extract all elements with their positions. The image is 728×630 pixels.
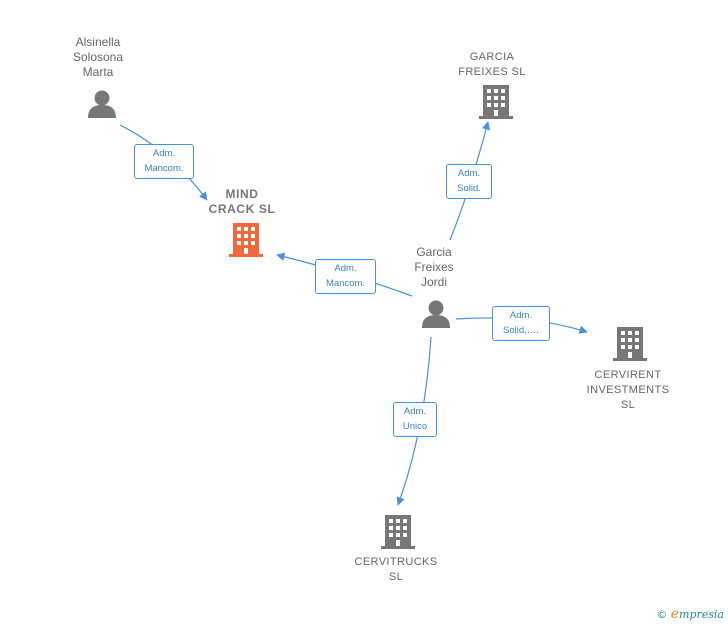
- node-label-cervirent[interactable]: CERVIRENT INVESTMENTS SL: [586, 369, 670, 411]
- edge-label-jordi-garcia-sl[interactable]: Adm. Solid.: [446, 164, 492, 199]
- building-icon[interactable]: [612, 326, 648, 362]
- person-icon[interactable]: [88, 90, 116, 118]
- brand-e: e: [670, 606, 680, 622]
- node-label-garcia-freixes-sl[interactable]: GARCIA FREIXES SL: [458, 51, 526, 78]
- node-label-garcia-freixes-jordi[interactable]: Garcia Freixes Jordi: [414, 245, 454, 289]
- edge-label-jordi-cervirent[interactable]: Adm. Solid.….: [492, 306, 550, 341]
- edge-label-jordi-cervitrucks[interactable]: Adm. Unico: [393, 402, 437, 437]
- edge-label-jordi-mind[interactable]: Adm. Mancom.: [315, 259, 376, 294]
- empresia-logo[interactable]: © empresia: [656, 606, 724, 622]
- edge-label-alsinella-mind[interactable]: Adm. Mancom.: [134, 144, 194, 179]
- node-label-alsinella[interactable]: Alsinella Solosona Marta: [72, 35, 124, 79]
- building-icon[interactable]: [228, 222, 264, 258]
- node-label-mind-crack[interactable]: MIND CRACK SL: [208, 187, 276, 216]
- person-icon[interactable]: [422, 300, 450, 328]
- building-icon[interactable]: [478, 84, 514, 120]
- building-icon[interactable]: [380, 514, 416, 550]
- brand-name: mpresia: [679, 608, 724, 621]
- node-label-cervitrucks[interactable]: CERVITRUCKS SL: [354, 556, 438, 583]
- copyright-symbol: ©: [656, 608, 668, 621]
